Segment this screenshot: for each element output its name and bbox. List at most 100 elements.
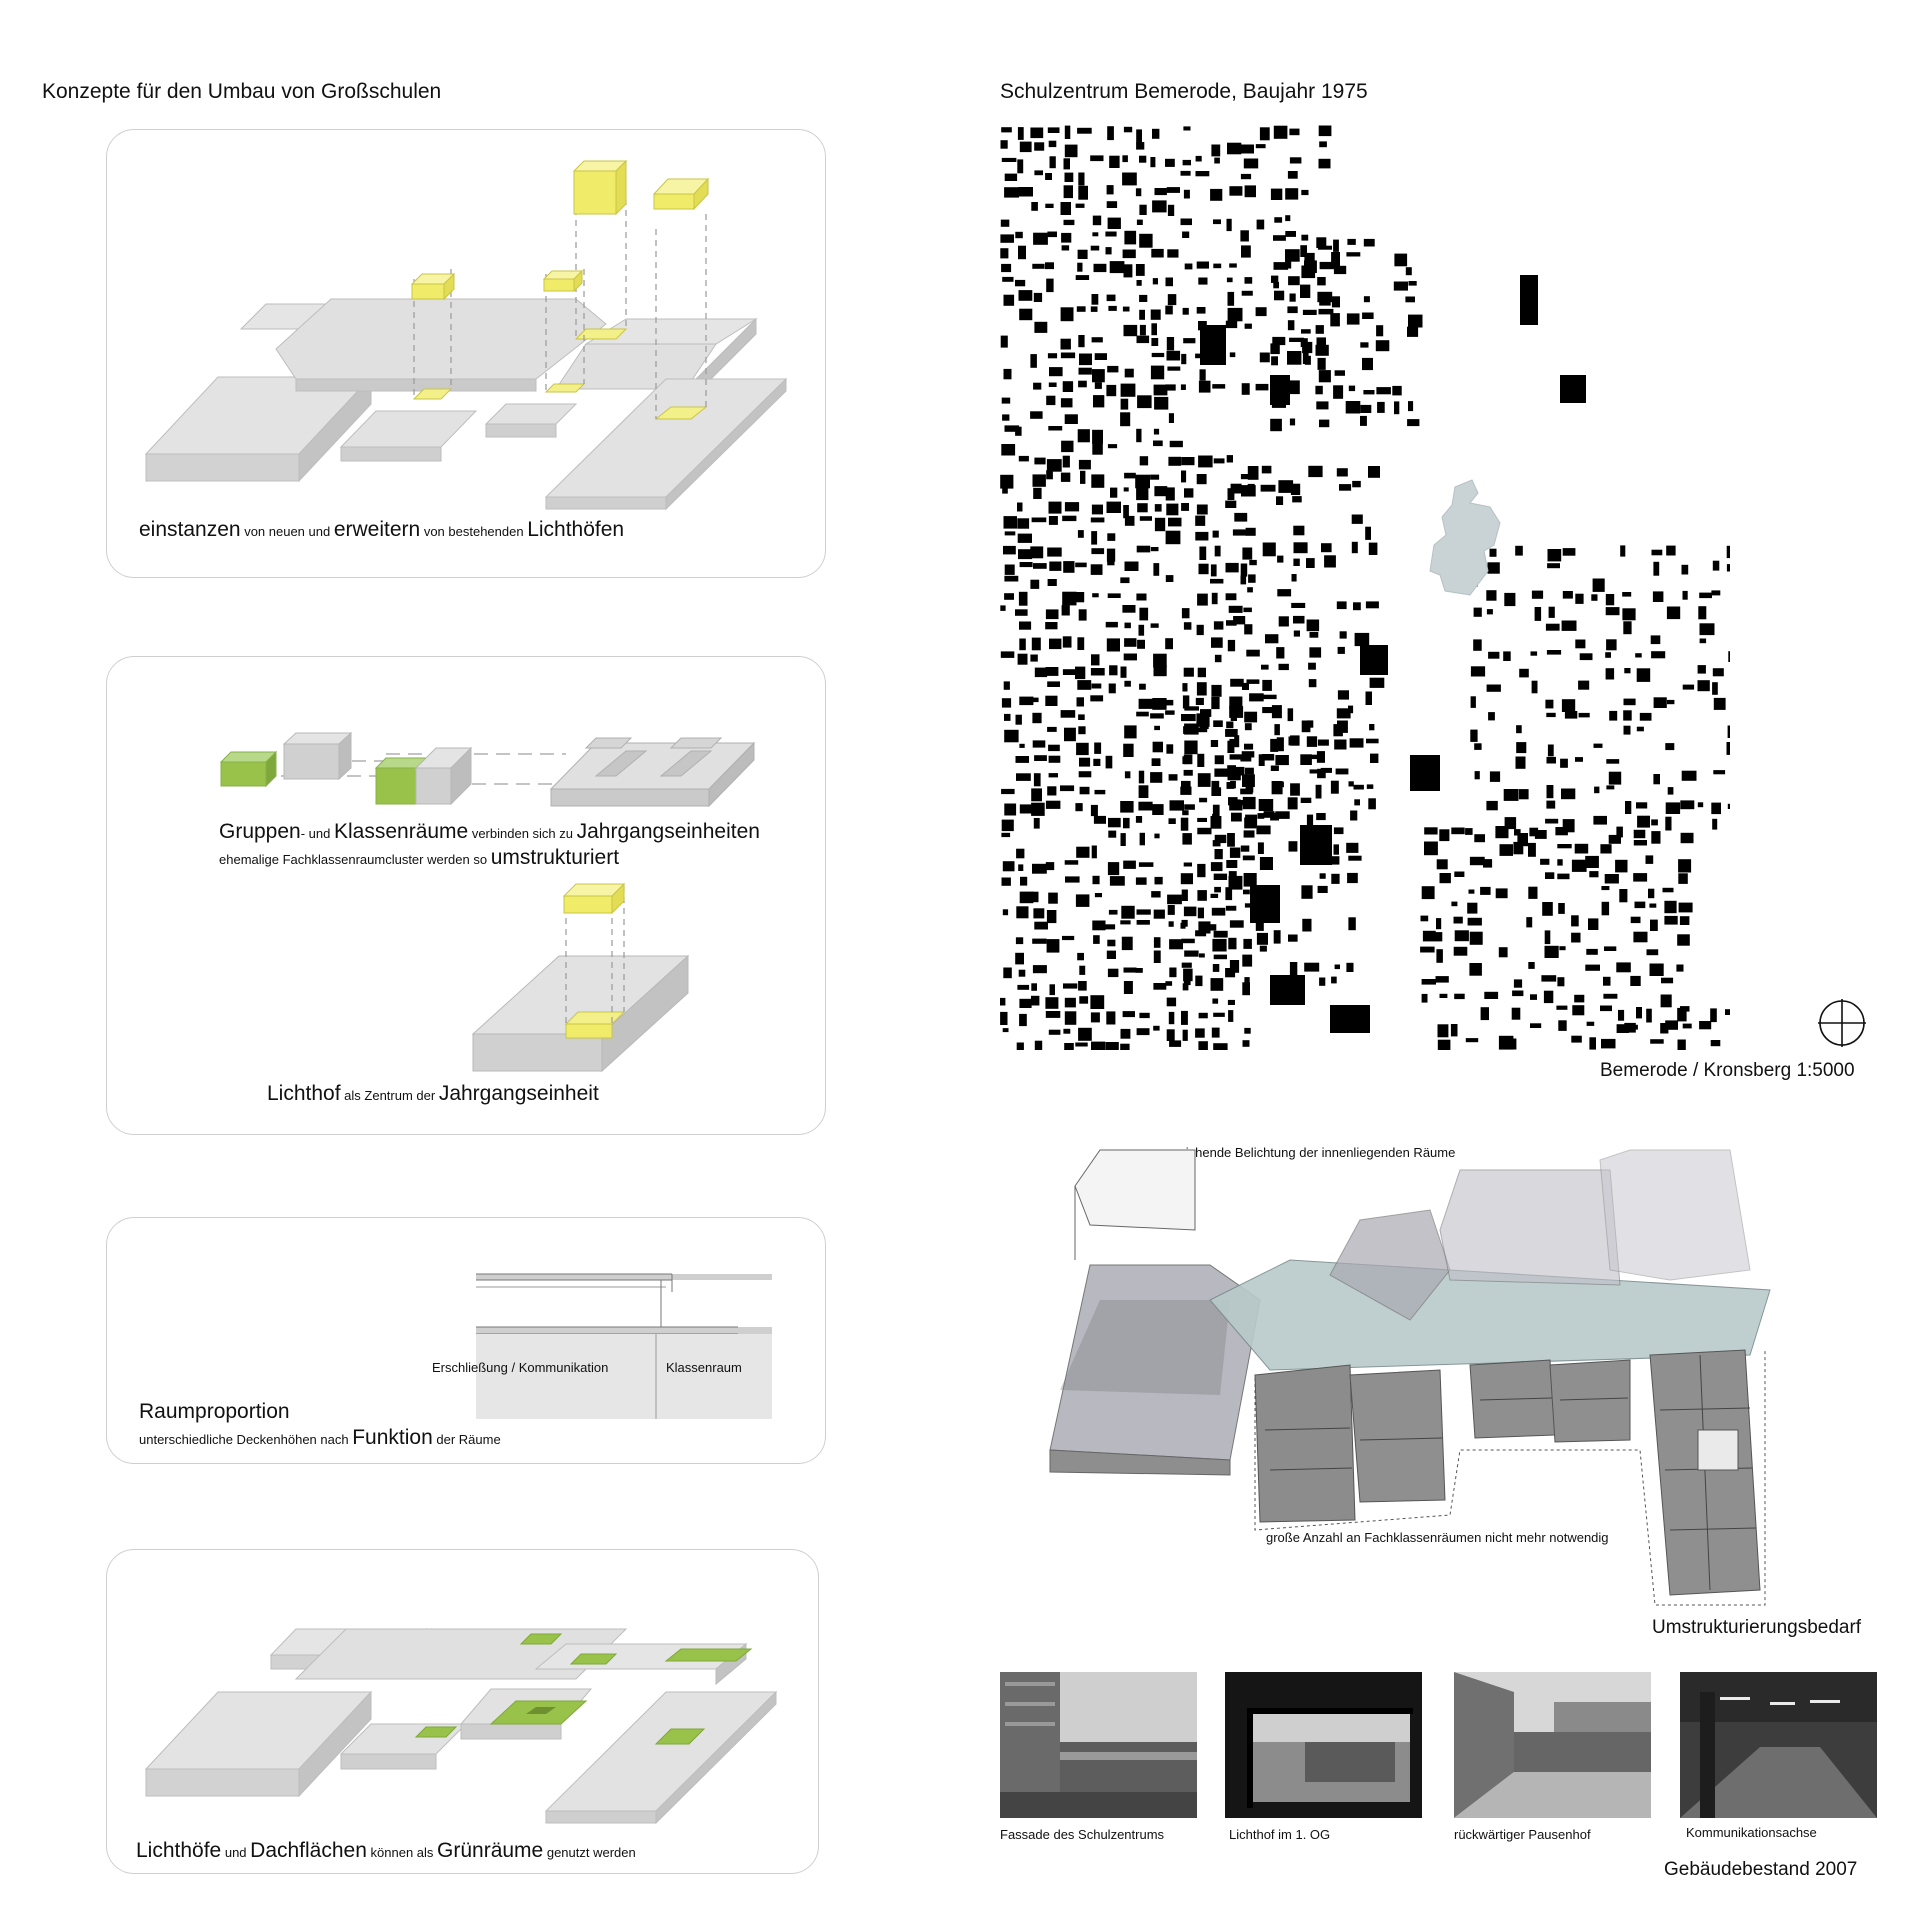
map-building (1664, 900, 1677, 914)
map-building (1151, 758, 1161, 766)
map-building (1124, 622, 1131, 629)
map-building (1135, 474, 1150, 489)
map-building (1469, 963, 1482, 976)
map-building (1137, 395, 1152, 409)
map-building (1556, 1005, 1568, 1010)
map-building (1047, 127, 1060, 133)
map-building (1195, 155, 1202, 162)
map-building (1293, 542, 1308, 554)
map-building (1033, 382, 1042, 390)
map-building (1543, 990, 1554, 1004)
map-building (1571, 859, 1587, 872)
map-building (1623, 725, 1631, 735)
map-building (1229, 696, 1243, 709)
map-building (1093, 758, 1101, 766)
photo-caption-pausenhof: rückwärtiger Pausenhof (1454, 1827, 1591, 1842)
map-building (1578, 712, 1590, 718)
map-building (1421, 886, 1435, 900)
map-building (1561, 620, 1577, 631)
map-building (1077, 637, 1085, 650)
map-building (1486, 800, 1498, 811)
map-building (1138, 770, 1145, 784)
map-building-large (1250, 885, 1280, 923)
map-building (1318, 308, 1334, 315)
map-building (1287, 320, 1295, 331)
map-building (1244, 767, 1254, 775)
map-building (1309, 769, 1325, 774)
map-building (1529, 827, 1539, 837)
map-building (1229, 263, 1237, 268)
map-building (1000, 474, 1014, 489)
map-building (1226, 455, 1233, 463)
map-building (1136, 593, 1147, 601)
caption-run: umstrukturiert (490, 846, 620, 869)
map-building (1105, 231, 1117, 237)
map-building (1321, 543, 1332, 553)
map-building (1712, 682, 1718, 695)
map-building (1362, 312, 1374, 319)
map-building (1363, 238, 1375, 247)
map-building (1139, 456, 1149, 466)
map-building (1276, 737, 1284, 752)
map-building (1699, 1054, 1706, 1060)
map-building (1150, 157, 1156, 168)
map-building (1302, 918, 1312, 932)
map-building (1122, 249, 1136, 259)
map-building (1588, 1054, 1596, 1067)
map-building (1228, 871, 1237, 883)
map-building (1227, 740, 1235, 753)
map-building (1435, 932, 1443, 942)
map-building (1664, 915, 1678, 925)
map-building (1697, 680, 1710, 692)
map-building (1139, 607, 1149, 621)
map-building (1091, 337, 1103, 343)
map-building (1124, 638, 1137, 647)
map-building (1726, 545, 1730, 559)
map-building (1248, 574, 1256, 583)
map-building (1713, 697, 1726, 710)
map-building (1288, 736, 1300, 746)
map-building (1136, 711, 1149, 717)
map-building (1470, 729, 1478, 742)
map-building (1682, 684, 1695, 690)
map-building (1183, 622, 1192, 630)
map-building (1289, 293, 1296, 302)
map-building (1309, 632, 1319, 638)
map-building (1019, 998, 1032, 1008)
map-building (1337, 690, 1349, 700)
map-building (1289, 128, 1300, 136)
map-building (1624, 668, 1631, 674)
map-building (1199, 369, 1206, 381)
map-building (1182, 695, 1190, 709)
map-building (1061, 245, 1070, 251)
map-building (1196, 261, 1209, 269)
map-building (1255, 383, 1269, 391)
map-building (1226, 782, 1235, 789)
map-building (1630, 975, 1641, 986)
map-building (1078, 185, 1088, 200)
map-building (1180, 170, 1191, 176)
map-building (1586, 948, 1598, 955)
map-building (1019, 804, 1035, 814)
map-building (1660, 994, 1672, 1008)
map-building (1514, 829, 1521, 836)
caption-run: Grünräume (437, 1839, 544, 1862)
map-building (1004, 173, 1018, 181)
map-building (1301, 720, 1311, 733)
map-building (1019, 891, 1034, 904)
map-building (1227, 291, 1235, 306)
map-building (1048, 501, 1062, 514)
map-building (1636, 1007, 1642, 1019)
map-building (1634, 901, 1646, 909)
map-building (1169, 800, 1184, 811)
map-building (1048, 140, 1057, 148)
map-building (1653, 561, 1660, 576)
map-building (1045, 862, 1055, 871)
map-building (1034, 667, 1048, 678)
map-building (1212, 964, 1220, 972)
map-building (1308, 662, 1316, 670)
map-building (1108, 683, 1116, 694)
map-building (1092, 875, 1100, 885)
map-building (1107, 365, 1119, 373)
map-building (1625, 801, 1632, 814)
